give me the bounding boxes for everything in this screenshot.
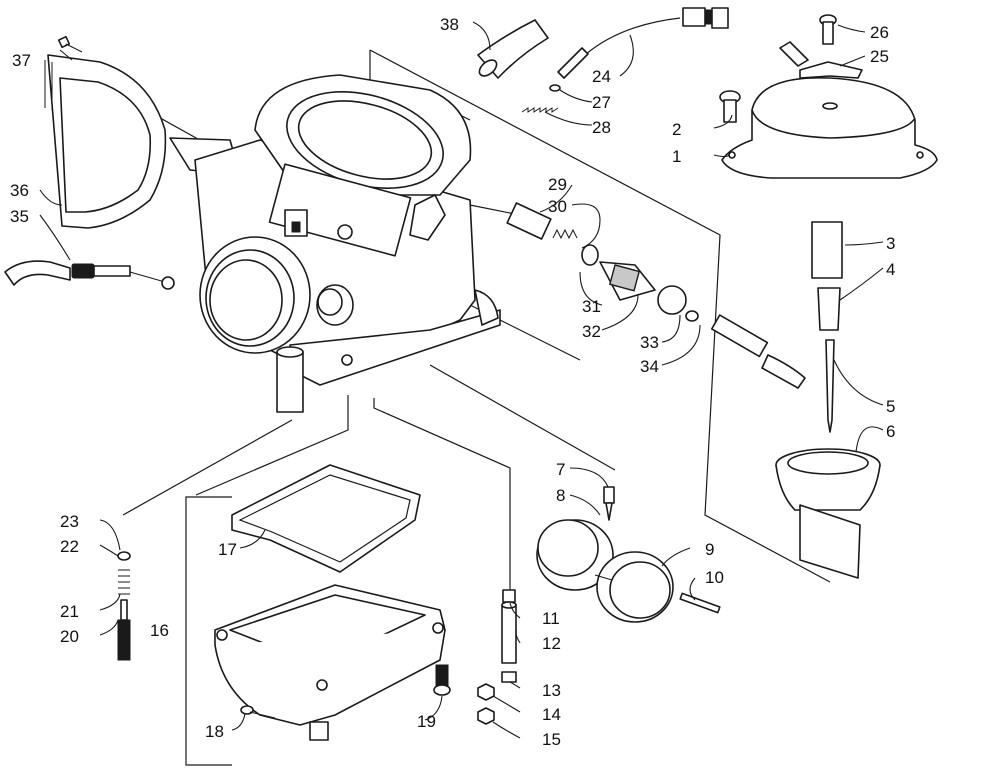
float-pin-10 [679,592,721,614]
spring-30 [552,228,578,240]
callout-19: 19 [417,712,436,731]
washer-23 [117,551,131,561]
callout-35: 35 [10,207,29,226]
screw-20 [117,599,131,661]
main-jet-11 [502,589,516,603]
callout-38: 38 [440,15,459,34]
callout-3: 3 [886,234,895,253]
callout-20: 20 [60,627,79,646]
callout-32: 32 [582,322,601,341]
callout-1: 1 [672,147,681,166]
top-cover [721,76,938,179]
callout-33: 33 [640,333,659,352]
callout-5: 5 [886,397,895,416]
hose-38 [477,19,549,79]
leader-lines [39,21,884,739]
callout-9: 9 [705,540,714,559]
callout-6: 6 [886,422,895,441]
spring-3 [811,221,843,279]
callout-14: 14 [542,705,561,724]
callout-28: 28 [592,118,611,137]
bracket-16 [185,496,232,766]
callout-11: 11 [542,609,560,628]
plug-14 [477,683,495,701]
callout-2: 2 [672,120,681,139]
cable-bracket-25 [779,41,863,79]
o-ring-31 [581,244,599,266]
spring-21 [118,569,130,595]
pilot-screw-34 [710,314,806,389]
callout-labels: 1 2 3 4 5 6 7 8 9 10 11 12 13 14 15 16 1… [10,15,895,749]
callout-13: 13 [542,681,561,700]
jet-33 [657,285,699,322]
callout-29: 29 [548,175,567,194]
jet-needle-5 [825,339,835,433]
screw-19 [433,664,451,696]
callout-12: 12 [542,634,561,653]
callout-4: 4 [886,260,895,279]
callout-36: 36 [10,181,29,200]
callout-23: 23 [60,512,79,531]
screw-18 [240,705,276,719]
diaphragm-slide-6 [775,448,881,579]
screw-26 [819,14,837,45]
callout-15: 15 [542,730,561,749]
callout-25: 25 [870,47,889,66]
callout-10: 10 [705,568,724,587]
air-intake-cover [44,54,167,229]
needle-valve-7 [603,486,615,521]
screw-2 [719,90,741,123]
cable-35 [4,260,175,290]
gasket-17 [231,464,421,573]
jet-32 [599,261,656,301]
spring-28 [521,84,561,113]
callout-34: 34 [640,357,659,376]
float-bowl-16 [214,584,446,741]
nut-13 [501,671,517,683]
callout-27: 27 [592,93,611,112]
callout-17: 17 [218,540,237,559]
emulsion-tube-12 [501,601,517,664]
screw-37 [57,35,83,53]
callout-18: 18 [205,722,224,741]
plug-15 [477,707,495,725]
callout-31: 31 [582,297,601,316]
callout-8: 8 [556,486,565,505]
float-9 [536,519,674,623]
callout-16: 16 [150,621,169,640]
callout-22: 22 [60,537,79,556]
jet-holder-29 [506,202,552,240]
callout-24: 24 [592,67,611,86]
callout-26: 26 [870,23,889,42]
callout-30: 30 [548,197,567,216]
carburetor-body [169,74,501,413]
callout-7: 7 [556,460,565,479]
cable-24 [557,7,729,79]
needle-retainer-4 [817,287,841,331]
callout-37: 37 [12,51,31,70]
callout-21: 21 [60,602,79,621]
